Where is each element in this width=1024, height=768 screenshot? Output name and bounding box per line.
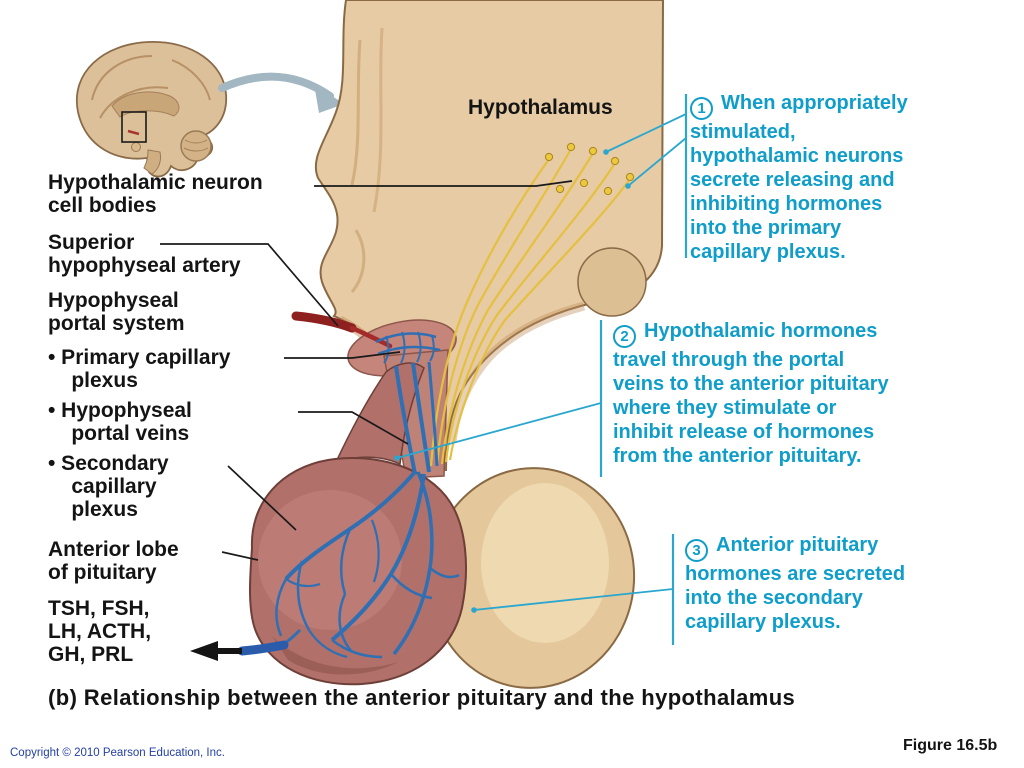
- label-hormone-list: TSH, FSH, LH, ACTH, GH, PRL: [48, 597, 152, 666]
- callout-connectors: [396, 94, 688, 645]
- callout-2-text: Hypothalamic hormones travel through the…: [613, 320, 889, 467]
- callout-3-text: Anterior pituitary hormones are secreted…: [685, 534, 906, 633]
- label-superior-hypophyseal-artery: Superior hypophyseal artery: [48, 231, 241, 277]
- label-hypothalamic-neuron-cell-bodies: Hypothalamic neuron cell bodies: [48, 171, 263, 217]
- callout-1-number: 1: [690, 97, 713, 120]
- figure-number: Figure 16.5b: [903, 737, 998, 754]
- superior-hypophyseal-artery-shape: [291, 311, 393, 349]
- label-secondary-capillary-plexus: • Secondary capillary plexus: [48, 452, 169, 521]
- neuron-fibers: [429, 148, 631, 467]
- leader-secondary-plexus: [227, 465, 297, 531]
- label-hypophyseal-portal-veins: • Hypophyseal portal veins: [48, 399, 192, 445]
- brain-inset: [75, 41, 227, 178]
- leader-portal-veins: [298, 411, 409, 445]
- brain-region-box: [121, 111, 147, 143]
- inset-arrow-icon: [218, 72, 344, 113]
- secretion-arrow-head: [190, 641, 218, 661]
- label-hypophyseal-portal-system: Hypophyseal portal system: [48, 289, 185, 335]
- figure-caption: (b) Relationship between the anterior pi…: [48, 685, 796, 710]
- copyright-notice: Copyright © 2010 Pearson Education, Inc.: [10, 747, 225, 759]
- portal-veins-shape: [394, 361, 439, 475]
- label-leader-lines: [160, 180, 573, 561]
- callout-2-number: 2: [613, 325, 636, 348]
- primary-capillary-plexus-shape: [375, 331, 441, 364]
- callout-2-line: [396, 402, 602, 459]
- callout-3-number: 3: [685, 539, 708, 562]
- label-primary-capillary-plexus: • Primary capillary plexus: [48, 346, 231, 392]
- callout-1-line-a: [605, 113, 687, 153]
- neuron-cell-bodies: [544, 142, 635, 196]
- hypothalamus-label: Hypothalamus: [468, 96, 613, 119]
- callout-3-line: [473, 588, 674, 611]
- leader-neuron-cell-bodies: [314, 180, 573, 187]
- posterior-lobe-shape: [428, 467, 636, 689]
- connector-dots: [394, 149, 631, 613]
- label-anterior-lobe-of-pituitary: Anterior lobe of pituitary: [48, 538, 179, 584]
- callout-1-line-b: [627, 137, 687, 187]
- hypophyseal-vein-shape: [190, 640, 289, 661]
- leader-superior-artery: [160, 243, 339, 327]
- leader-anterior-lobe: [221, 551, 259, 561]
- callout-1-text: When appropriately stimulated, hypothala…: [690, 92, 908, 263]
- leader-primary-plexus: [284, 351, 401, 359]
